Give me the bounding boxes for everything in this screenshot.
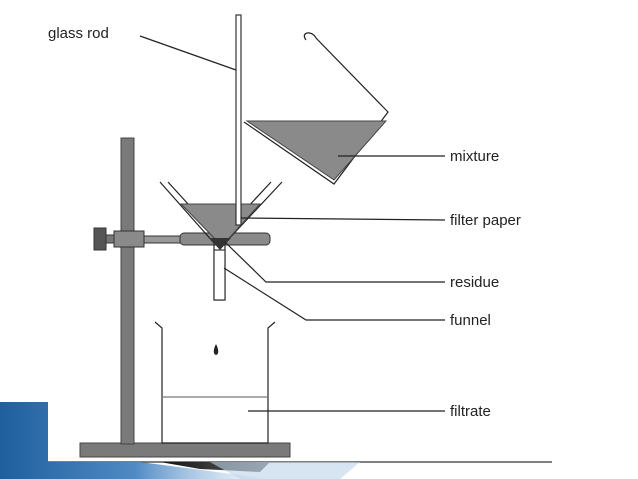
residue-shape (209, 238, 231, 250)
label-mixture: mixture (450, 148, 499, 165)
clamp-arm (143, 235, 185, 244)
slide-accent-light (210, 462, 360, 479)
label-filtrate: filtrate (450, 403, 491, 420)
label-filter-paper: filter paper (450, 212, 521, 229)
pouring-beaker (243, 32, 389, 185)
label-glass-rod: glass rod (48, 25, 109, 42)
stand-base (79, 442, 291, 458)
receiving-beaker (154, 321, 276, 444)
mixture-liquid (245, 120, 388, 181)
label-residue: residue (450, 274, 499, 291)
leader-glass-rod (139, 35, 237, 71)
clamp-knob (93, 227, 107, 251)
label-funnel: funnel (450, 312, 491, 329)
stand-pole (120, 137, 135, 445)
leader-filter-paper (240, 217, 446, 221)
drop (213, 344, 219, 355)
slide-accent-blue (0, 402, 270, 479)
leader-funnel (223, 267, 445, 321)
clamp-boss (113, 230, 145, 248)
glass-rod (235, 14, 242, 226)
leader-residue (224, 241, 445, 283)
funnel-stem (213, 249, 226, 301)
